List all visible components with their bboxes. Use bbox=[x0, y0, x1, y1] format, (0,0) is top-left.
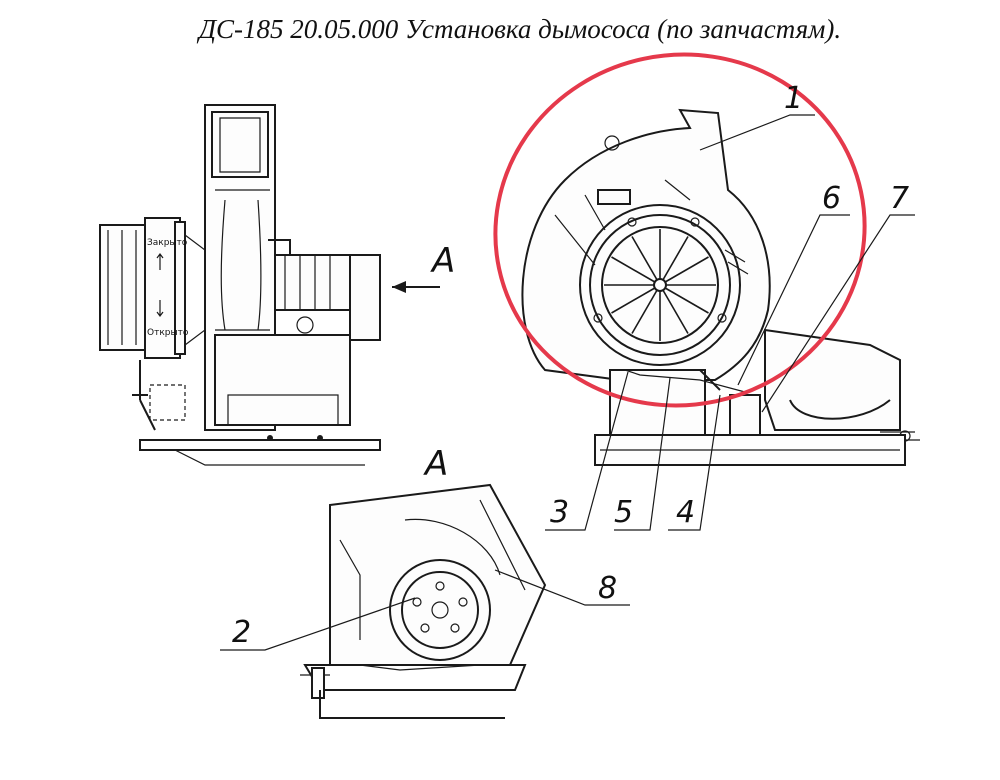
foundation-plate bbox=[139, 439, 381, 451]
motor-mount bbox=[268, 239, 291, 255]
callouts: 1 2 3 4 5 6 7 8 bbox=[220, 81, 915, 651]
view-label: A bbox=[430, 241, 455, 281]
lever-bracket bbox=[149, 384, 186, 421]
leader-6 bbox=[737, 214, 850, 386]
motor-body bbox=[274, 254, 351, 311]
highlight-ellipse bbox=[493, 52, 867, 408]
callout-2: 2 bbox=[232, 615, 251, 650]
impeller-blade bbox=[611, 256, 661, 286]
housing-edges bbox=[339, 499, 526, 640]
arrow-down-icon bbox=[156, 300, 164, 317]
view-a: A bbox=[300, 444, 547, 719]
side-view: Закрыто Открыто A bbox=[99, 104, 455, 466]
arrow-up-icon bbox=[156, 253, 164, 270]
section-label: A bbox=[423, 444, 448, 484]
leader-4 bbox=[668, 394, 721, 531]
housing-seams bbox=[215, 189, 270, 331]
impeller-blade bbox=[659, 256, 709, 286]
inlet-ring-outer bbox=[579, 204, 741, 366]
valve-closed-label: Закрыто bbox=[147, 238, 188, 248]
tension-screw bbox=[311, 667, 325, 699]
ring-bolt bbox=[717, 313, 727, 323]
pulley-bolt bbox=[458, 597, 468, 607]
leader-1 bbox=[699, 114, 815, 151]
impeller-blade bbox=[611, 284, 661, 314]
leader-2 bbox=[220, 597, 416, 651]
coupling bbox=[296, 316, 314, 334]
belt-guard-curve bbox=[404, 518, 501, 576]
ring-bolt bbox=[690, 217, 700, 227]
pulley-bolt bbox=[450, 623, 460, 633]
base-frame-box bbox=[214, 334, 351, 426]
motor-cover bbox=[764, 328, 901, 431]
impeller-rim bbox=[601, 226, 719, 344]
housing-curves bbox=[220, 199, 262, 331]
outlet-opening bbox=[219, 117, 261, 173]
inlet-flange bbox=[174, 221, 186, 355]
lifting-eye bbox=[604, 135, 620, 151]
callout-4: 4 bbox=[676, 495, 695, 530]
leader-8 bbox=[494, 569, 630, 606]
callout-5: 5 bbox=[614, 495, 633, 530]
inlet-ribs bbox=[107, 230, 137, 345]
valve-open-label: Открыто bbox=[147, 328, 189, 338]
impeller-blade bbox=[631, 284, 661, 334]
foundation-bolt-line bbox=[174, 449, 365, 466]
page-title: ДС-185 20.05.000 Установка дымососа (по … bbox=[198, 14, 842, 44]
inspection-hatch bbox=[597, 189, 631, 205]
casing-stiffeners bbox=[554, 179, 691, 266]
motor-end-plate bbox=[349, 254, 381, 341]
impeller-hub bbox=[653, 278, 667, 292]
pulley-bolt bbox=[435, 581, 445, 591]
volute-casing bbox=[521, 108, 771, 381]
impeller-blade bbox=[631, 236, 661, 286]
anchor-bolt bbox=[267, 435, 273, 441]
inlet-ring-inner bbox=[589, 214, 731, 356]
ring-bolt bbox=[627, 217, 637, 227]
pulley-outer bbox=[389, 559, 491, 661]
front-view bbox=[493, 52, 920, 466]
pulley-bolt bbox=[420, 623, 430, 633]
impeller-blade bbox=[659, 236, 689, 286]
base-inner bbox=[227, 394, 339, 426]
pulley-bolt bbox=[412, 597, 422, 607]
damper-link bbox=[624, 369, 746, 393]
callout-6: 6 bbox=[822, 181, 841, 216]
drive-housing bbox=[329, 483, 547, 666]
impeller-blade bbox=[659, 284, 689, 334]
view-a-rod bbox=[300, 664, 481, 676]
callout-3: 3 bbox=[550, 495, 569, 530]
anchor-bolt bbox=[317, 435, 323, 441]
callout-1: 1 bbox=[784, 81, 803, 116]
ring-bolt bbox=[593, 313, 603, 323]
motor-cradle bbox=[789, 399, 891, 420]
guide-vane-lines bbox=[724, 249, 749, 275]
pulley-inner bbox=[401, 571, 479, 649]
impeller-blades bbox=[604, 229, 716, 341]
leader-7 bbox=[761, 214, 915, 413]
pulley-hub bbox=[431, 601, 449, 619]
leader-3 bbox=[545, 371, 629, 531]
motor-fins bbox=[284, 255, 331, 310]
callout-8: 8 bbox=[598, 571, 617, 606]
leader-5 bbox=[614, 377, 671, 531]
outlet-flange bbox=[211, 111, 269, 178]
callout-7: 7 bbox=[890, 181, 909, 216]
view-arrow-head-icon bbox=[392, 281, 406, 293]
impeller-blade bbox=[659, 284, 709, 314]
valve-lever bbox=[132, 360, 156, 431]
view-a-plinth bbox=[319, 690, 505, 719]
